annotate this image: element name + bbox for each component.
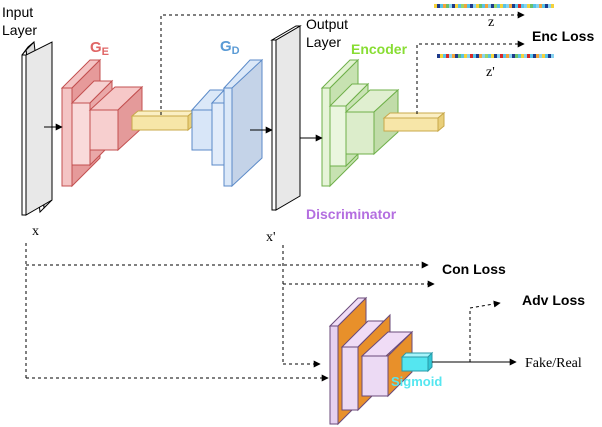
z-prime-label: z' xyxy=(486,65,495,80)
input-layer-label-line1: Input xyxy=(2,4,33,20)
latent-z-block xyxy=(130,109,196,132)
input-layer-label-line2: Layer xyxy=(2,22,37,38)
output-layer-label-line1: Output xyxy=(306,16,348,32)
encoder-block xyxy=(320,58,400,188)
connectors xyxy=(25,11,525,382)
gd-label-main: G xyxy=(220,38,232,55)
input-layer-block xyxy=(21,40,53,216)
x-prime-label: x' xyxy=(266,230,276,245)
arrow-disc-to-adv-loss xyxy=(469,300,501,362)
enc-loss-label: Enc Loss xyxy=(532,28,594,44)
con-loss-label: Con Loss xyxy=(442,261,506,277)
output-layer-label-line2: Layer xyxy=(306,34,341,50)
arrow-z-to-enc-loss xyxy=(160,11,525,115)
adv-loss-label: Adv Loss xyxy=(522,292,585,308)
latent-color-strip-icon xyxy=(434,4,554,8)
encoder-label: Encoder xyxy=(351,41,408,57)
discriminator-block xyxy=(328,296,414,426)
ge-label-sub: E xyxy=(102,46,109,58)
ge-label: GE xyxy=(90,39,109,58)
latent-color-strip-icon xyxy=(437,54,554,58)
gd-decoder-block xyxy=(190,58,264,188)
sigmoid-block xyxy=(400,351,434,373)
z-label: z xyxy=(488,15,494,30)
gd-label-sub: D xyxy=(232,45,240,57)
sigmoid-label: Sigmoid xyxy=(391,374,442,389)
ge-label-main: G xyxy=(90,39,102,56)
x-label: x xyxy=(32,224,39,239)
output-layer-block xyxy=(270,25,302,211)
discriminator-label: Discriminator xyxy=(306,206,397,222)
gd-label: GD xyxy=(220,38,240,57)
fake-real-label: Fake/Real xyxy=(525,356,582,371)
latent-z-prime-block xyxy=(382,111,446,133)
ge-encoder-block xyxy=(60,58,144,188)
